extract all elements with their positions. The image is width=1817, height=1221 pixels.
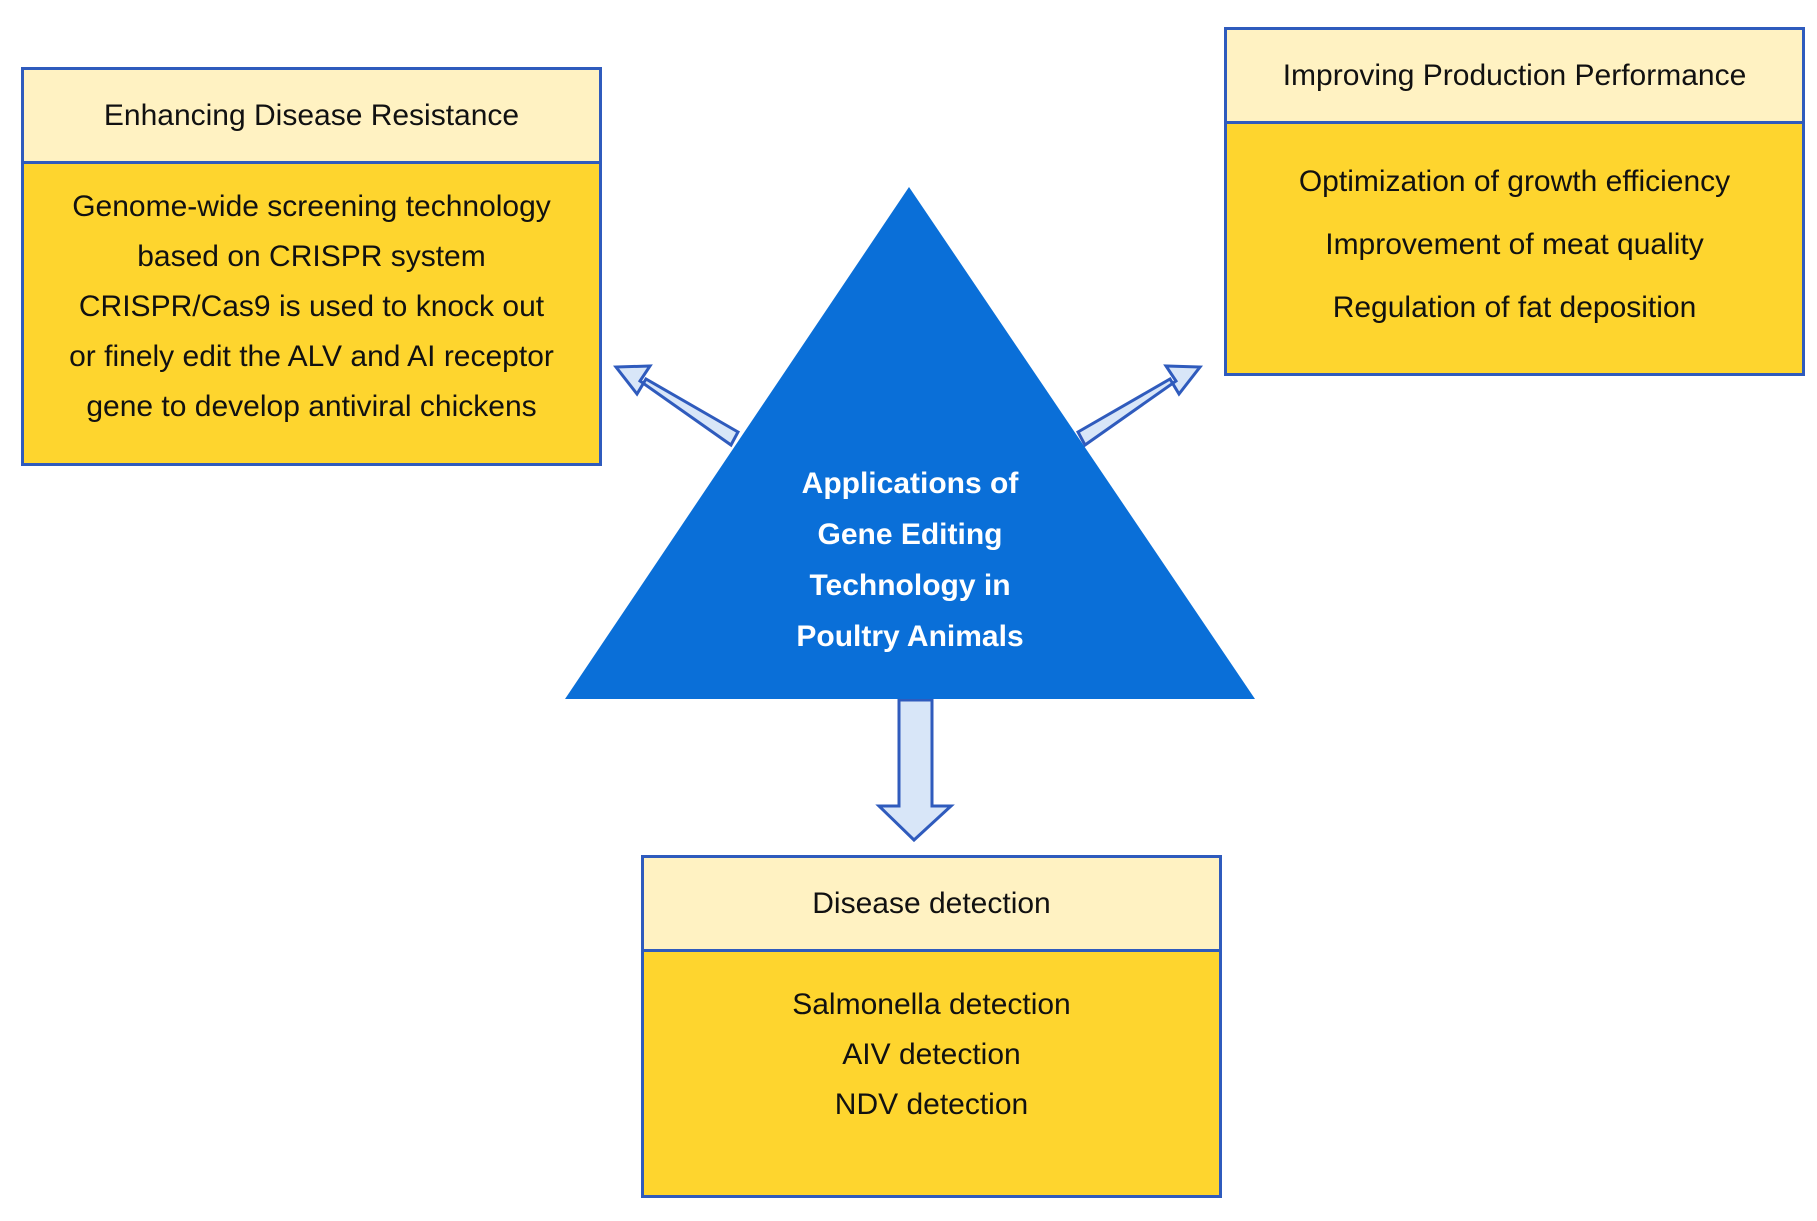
box-body-line: based on CRISPR system — [137, 240, 486, 273]
center-label-line: Applications of — [801, 467, 1019, 500]
box-body-line: or finely edit the ALV and AI receptor — [69, 340, 554, 373]
center-label-line: Technology in — [809, 569, 1011, 602]
box-body: Salmonella detection AIV detection NDV d… — [644, 952, 1219, 1130]
box-body-line: CRISPR/Cas9 is used to knock out — [78, 290, 545, 323]
center-label-line: Gene Editing — [817, 518, 1003, 551]
box-body-line: NDV detection — [834, 1088, 1029, 1121]
box-body-line: Improvement of meat quality — [1325, 228, 1704, 261]
box-body-line: AIV detection — [842, 1038, 1021, 1071]
arrow-to-disease-detection — [875, 698, 955, 843]
box-disease-detection: Disease detection Salmonella detection A… — [641, 855, 1222, 1198]
box-body: Optimization of growth efficiency Improv… — [1227, 124, 1802, 339]
box-body-line: Genome-wide screening technology — [72, 190, 551, 223]
box-disease-resistance: Enhancing Disease Resistance Genome-wide… — [21, 67, 602, 466]
center-label-line: Poultry Animals — [796, 620, 1024, 653]
arrow-to-disease-resistance — [613, 364, 741, 448]
center-label: Applications of Gene Editing Technology … — [760, 458, 1060, 662]
box-title: Enhancing Disease Resistance — [24, 70, 599, 164]
box-body-line: Optimization of growth efficiency — [1298, 165, 1731, 198]
box-title: Disease detection — [644, 858, 1219, 952]
box-production-performance: Improving Production Performance Optimiz… — [1224, 27, 1805, 376]
box-body-line: Salmonella detection — [792, 988, 1071, 1021]
box-body-line: gene to develop antiviral chickens — [86, 390, 537, 423]
box-body-line: Regulation of fat deposition — [1332, 291, 1697, 324]
box-title: Improving Production Performance — [1227, 30, 1802, 124]
center-triangle — [565, 187, 1255, 699]
box-body: Genome-wide screening technology based o… — [24, 164, 599, 432]
arrow-to-production-performance — [1075, 364, 1203, 448]
